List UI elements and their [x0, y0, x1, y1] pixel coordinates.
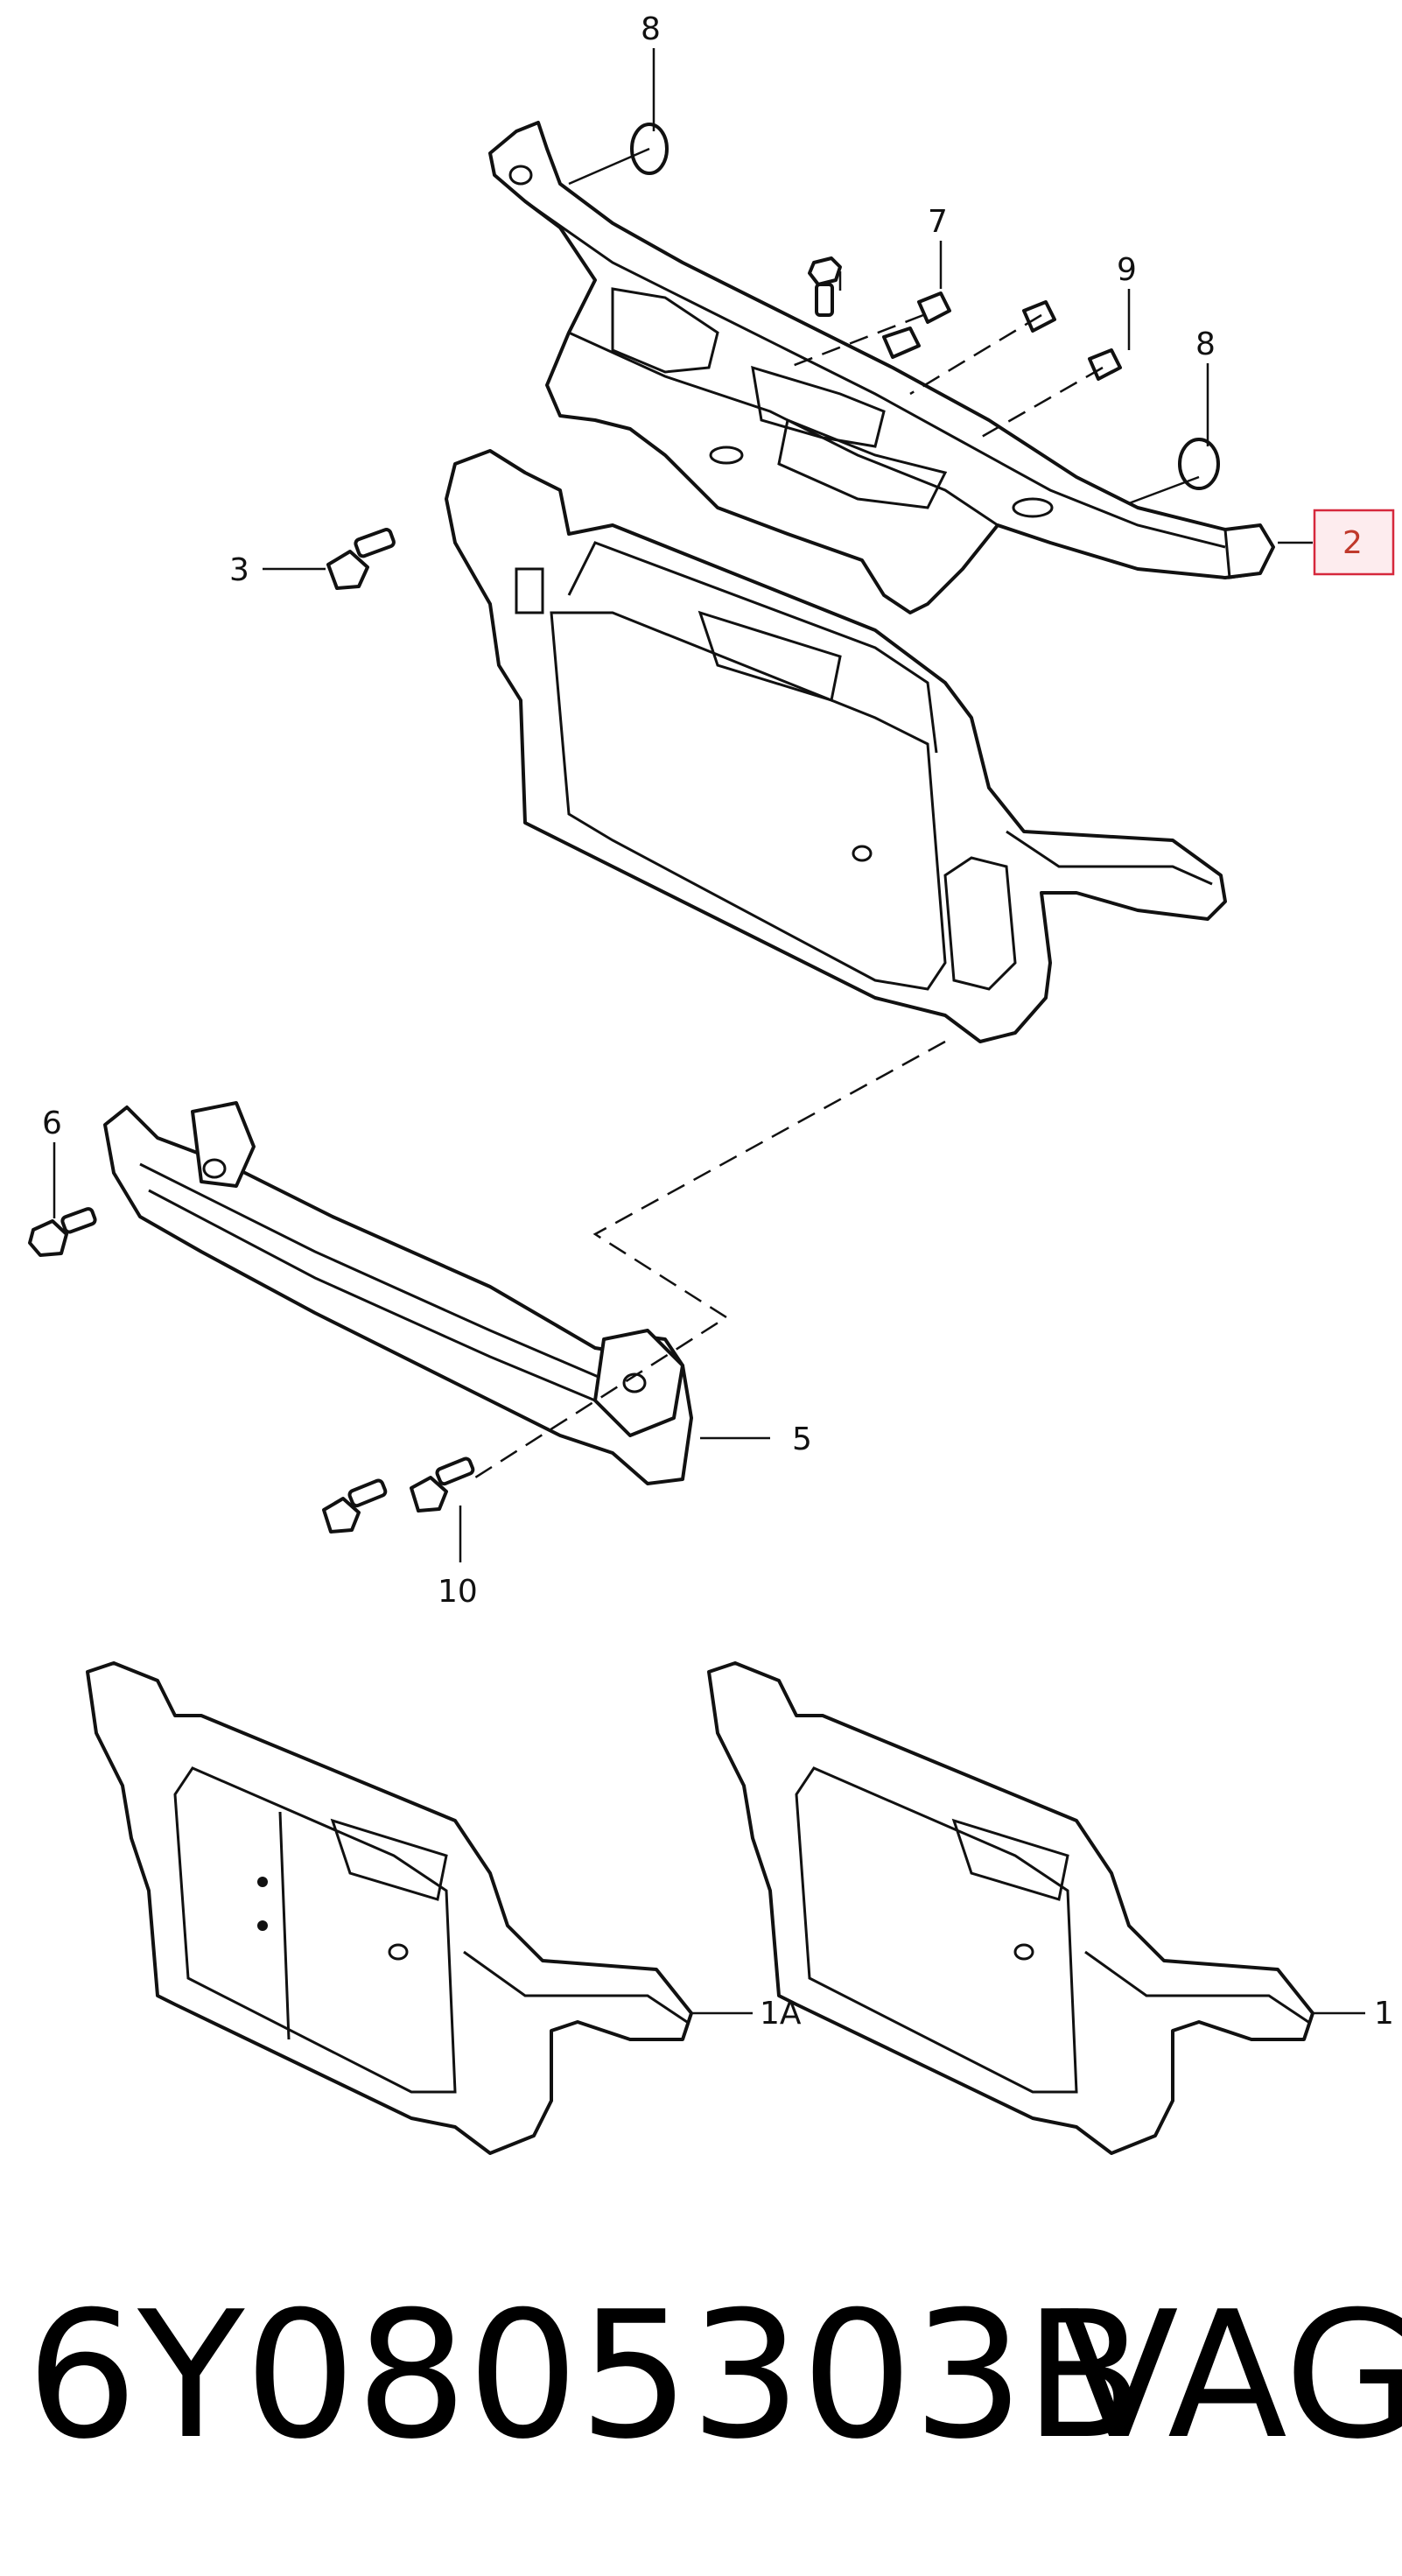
front-carrier-assembly — [445, 449, 1227, 1043]
callout-9: 9 — [1117, 252, 1137, 288]
callout-8-top: 8 — [641, 11, 661, 47]
front-carrier-1A — [86, 1661, 693, 2155]
callout-labels: 8 7 9 8 3 6 5 10 1A 1 — [42, 11, 1394, 2032]
plug-8-right — [1178, 438, 1220, 490]
brand-name: VAG — [1059, 2274, 1402, 2478]
bolt-10-right — [410, 1456, 475, 1513]
callout-1A: 1A — [760, 1996, 802, 2032]
callout-7: 7 — [928, 204, 948, 240]
callout-3: 3 — [229, 552, 249, 588]
upper-cross-member — [488, 121, 1275, 614]
bolt-6 — [28, 1207, 97, 1257]
callout-2: 2 — [1342, 525, 1363, 561]
callout-8-right: 8 — [1195, 326, 1216, 362]
highlighted-callout-2: 2 — [1313, 509, 1395, 576]
callout-10: 10 — [438, 1574, 478, 1610]
leader-lines — [53, 48, 1365, 2015]
bolt-10-left — [322, 1478, 388, 1534]
part-number: 6Y0805303B — [26, 2274, 1145, 2478]
bolt-3 — [326, 528, 396, 590]
front-carrier-1 — [707, 1661, 1314, 2155]
callout-6: 6 — [42, 1106, 62, 1141]
alignment-dashed-lines — [472, 271, 1104, 1481]
bolt-group-top — [808, 256, 1122, 381]
bumper-beam — [103, 1101, 693, 1485]
callout-5: 5 — [792, 1421, 812, 1457]
footer: 6Y0805303B VAG — [26, 2274, 1402, 2478]
callout-1: 1 — [1374, 1996, 1394, 2032]
